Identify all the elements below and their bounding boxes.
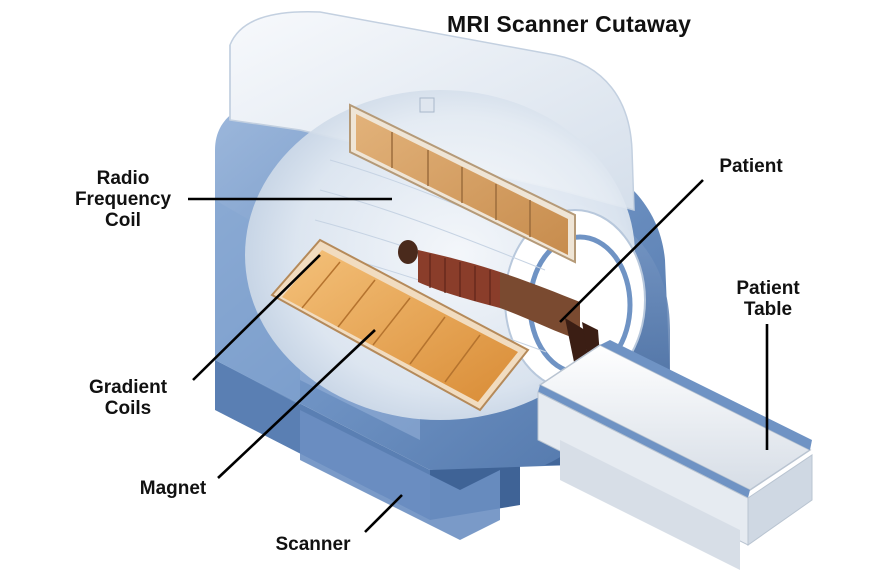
label-radio-frequency-coil: Radio Frequency Coil — [74, 168, 172, 231]
scanner-base — [215, 360, 520, 540]
leader-line-patient — [559, 179, 704, 323]
label-gradient-coils: Gradient Coils — [88, 377, 168, 419]
patient — [398, 240, 600, 362]
diagram-title: MRI Scanner Cutaway — [447, 11, 692, 37]
scanner-bore — [245, 90, 646, 420]
label-patient: Patient — [719, 156, 783, 177]
patient-table — [537, 340, 813, 570]
leader-line-magnet — [217, 329, 376, 479]
radio-frequency-coil — [349, 97, 576, 264]
label-patient-table: Patient Table — [736, 278, 800, 320]
gradient-coil — [270, 238, 530, 412]
leader-line-gradient-coils — [192, 254, 321, 381]
leader-lines — [188, 179, 769, 533]
label-magnet: Magnet — [139, 478, 207, 499]
label-scanner: Scanner — [275, 534, 351, 555]
leader-line-scanner — [364, 494, 403, 533]
